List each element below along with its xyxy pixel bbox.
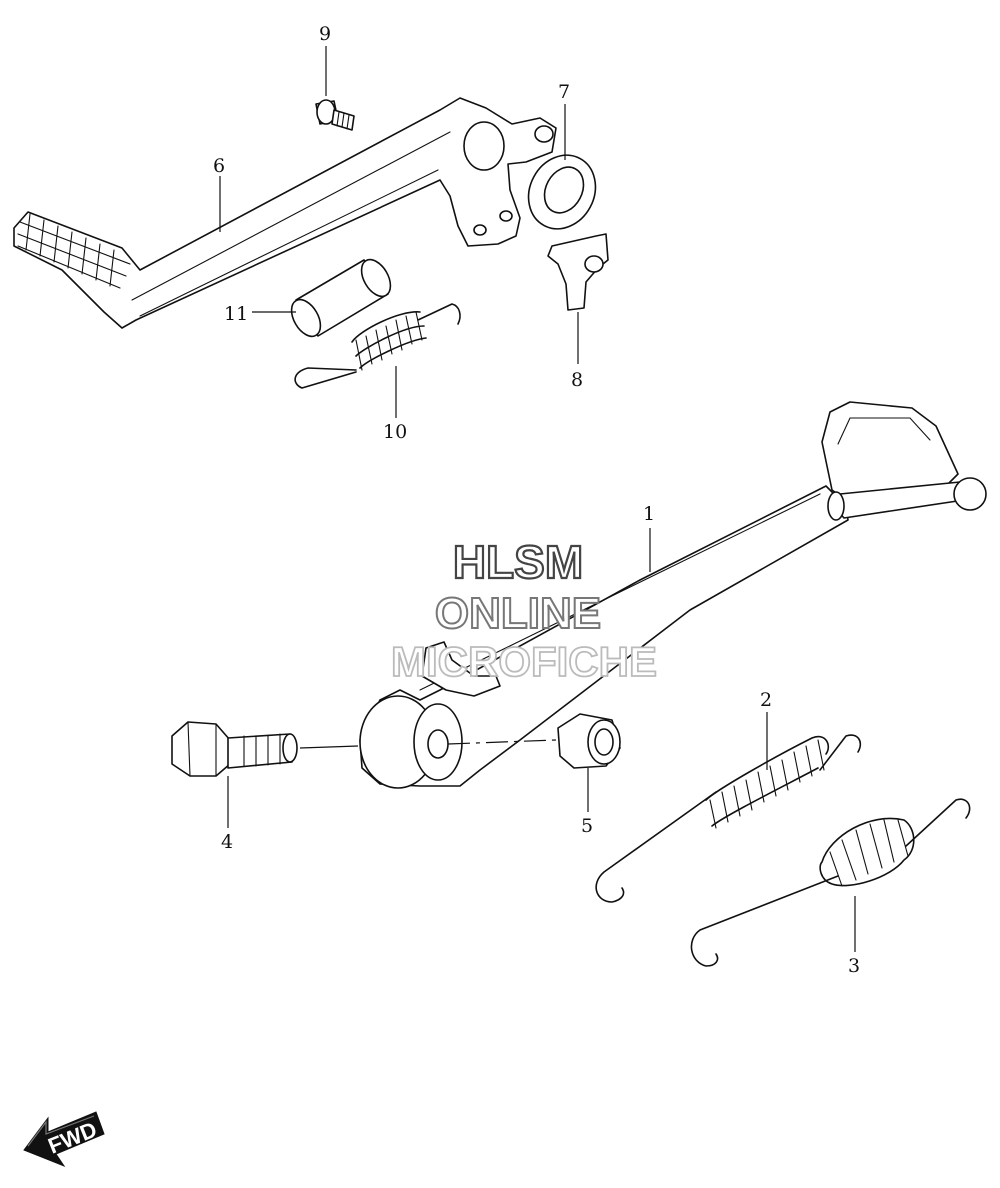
watermark-line-2: ONLINE (435, 589, 601, 638)
fwd-arrow: FWD (23, 1111, 105, 1168)
callout-2[interactable]: 2 (760, 689, 772, 711)
callout-9[interactable]: 9 (319, 23, 331, 45)
callout-5[interactable]: 5 (581, 815, 593, 837)
part-2-spring[interactable] (595, 734, 862, 903)
part-5-bushing[interactable] (557, 713, 621, 769)
part-11-collar[interactable] (286, 255, 397, 342)
callout-1[interactable]: 1 (643, 503, 655, 525)
part-1-side-stand[interactable] (359, 401, 987, 789)
callout-3[interactable]: 3 (848, 955, 860, 977)
callout-11[interactable]: 11 (224, 303, 248, 325)
watermark-line-1: HLSM (453, 536, 583, 588)
part-7-washer[interactable] (516, 143, 608, 240)
watermark: HLSM ONLINE MICROFICHE (390, 535, 658, 686)
callout-6[interactable]: 6 (213, 155, 225, 177)
part-10-spring[interactable] (294, 303, 461, 389)
callout-7[interactable]: 7 (558, 81, 570, 103)
part-4-pivot-bolt[interactable] (171, 721, 298, 777)
callout-10[interactable]: 10 (383, 421, 407, 443)
part-8-clip[interactable] (547, 233, 609, 311)
part-3-spring[interactable] (690, 798, 971, 967)
leader-lines (219, 46, 856, 952)
assembly-lines (299, 739, 557, 749)
watermark-line-3: MICROFICHE (391, 638, 657, 685)
callout-numbers: 9 6 7 8 11 10 1 2 3 4 5 (213, 23, 860, 977)
part-9-bolt[interactable] (315, 99, 355, 131)
part-6-brake-pedal[interactable] (13, 97, 557, 329)
callout-8[interactable]: 8 (571, 369, 583, 391)
callout-4[interactable]: 4 (221, 831, 233, 853)
